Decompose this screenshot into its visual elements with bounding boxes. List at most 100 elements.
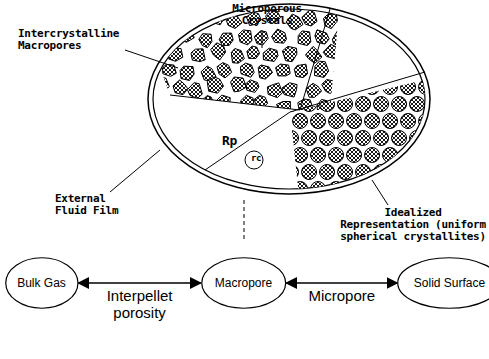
crystal (180, 66, 194, 80)
wedge-edge (170, 9, 425, 112)
crystallite (347, 148, 362, 163)
crystallite (410, 97, 425, 112)
crystal (197, 0, 213, 12)
crystallite (320, 97, 335, 112)
crystallite (356, 165, 371, 180)
crystal (193, 14, 207, 29)
pellet-outer (148, 4, 430, 194)
crystallite (428, 63, 443, 78)
crystal (267, 83, 282, 98)
radius-line (205, 112, 290, 170)
crystal (322, 80, 338, 94)
crystallite (374, 63, 389, 78)
crystallite (302, 63, 317, 78)
crystallite (338, 97, 353, 112)
crystal (240, 63, 254, 77)
crystal (313, 0, 325, 7)
crystal (245, 118, 257, 133)
crystallite (365, 114, 380, 129)
crystallite (311, 114, 326, 129)
edge-label: Interpellet porosity (83, 287, 195, 321)
crystal (334, 66, 347, 80)
crystal (324, 14, 338, 29)
crystal (187, 83, 202, 99)
crystallite (311, 182, 326, 197)
crystal (331, 0, 348, 12)
crystal (226, 114, 240, 129)
crystallite (410, 165, 425, 180)
crystal (306, 83, 322, 97)
crystal (179, 28, 194, 42)
crystallite (356, 63, 371, 78)
crystallite (365, 148, 380, 163)
crystal (345, 80, 359, 93)
crystal (144, 64, 157, 77)
crystallite (437, 80, 452, 95)
crystal (246, 80, 259, 93)
crystallite (338, 63, 353, 78)
crystallite (437, 182, 452, 197)
crystallite (311, 148, 326, 163)
crystallite (383, 182, 398, 197)
leader-lines (110, 30, 388, 205)
crystallite (302, 131, 317, 146)
crystal (144, 31, 157, 44)
crystal (211, 117, 224, 131)
crystallite (329, 80, 344, 95)
crystal (207, 77, 223, 93)
crystal (148, 13, 164, 29)
crystal (263, 48, 278, 61)
node-text: Bulk Gas (17, 276, 66, 290)
edge-label: Micropore (291, 287, 392, 304)
crystallite (419, 80, 434, 95)
crystal (226, 14, 242, 29)
double-arrow (286, 282, 397, 284)
ellipse-node: Macropore (201, 257, 286, 309)
crystallite (320, 165, 335, 180)
crystallite (401, 80, 416, 95)
crystal (282, 46, 297, 61)
crystallite (401, 182, 416, 197)
crystal (162, 27, 176, 40)
annotation-label: rc (249, 153, 263, 163)
crystal (156, 76, 170, 91)
crystallite (284, 165, 299, 180)
crystallite (401, 148, 416, 163)
crystallite (320, 63, 335, 78)
crystal (143, 0, 157, 11)
crystal (200, 96, 214, 110)
crystallite (374, 97, 389, 112)
crystallite (419, 148, 434, 163)
crystal (167, 117, 184, 130)
ellipse-node: Bulk Gas (5, 257, 79, 309)
crystallite (320, 131, 335, 146)
crystallite (428, 97, 443, 112)
crystal (231, 77, 247, 92)
double-arrow (78, 282, 200, 284)
crystal (258, 65, 272, 79)
crystallite (284, 131, 299, 146)
annotation-label: Rp (222, 134, 252, 148)
crystallite (374, 165, 389, 180)
crystallite (356, 131, 371, 146)
crystal (210, 11, 223, 24)
crystal (215, 95, 230, 111)
crystallite (311, 80, 326, 95)
crystal (315, 61, 329, 77)
annotation-label: External Fluid Film (55, 193, 135, 217)
crystal (342, 45, 356, 59)
crystallite (284, 63, 299, 78)
crystal (190, 115, 203, 127)
crystallite (329, 148, 344, 163)
ellipse-node: Solid Surface (397, 257, 489, 309)
crystallite (392, 63, 407, 78)
crystal (161, 0, 175, 9)
vertical-tick (244, 200, 245, 240)
crystal (294, 64, 307, 77)
crystal (150, 45, 165, 58)
crystal (215, 0, 231, 9)
crystal (199, 34, 212, 48)
crystal-radius-circle (245, 151, 263, 169)
node-text: Macropore (215, 276, 272, 290)
crystal (219, 33, 233, 45)
